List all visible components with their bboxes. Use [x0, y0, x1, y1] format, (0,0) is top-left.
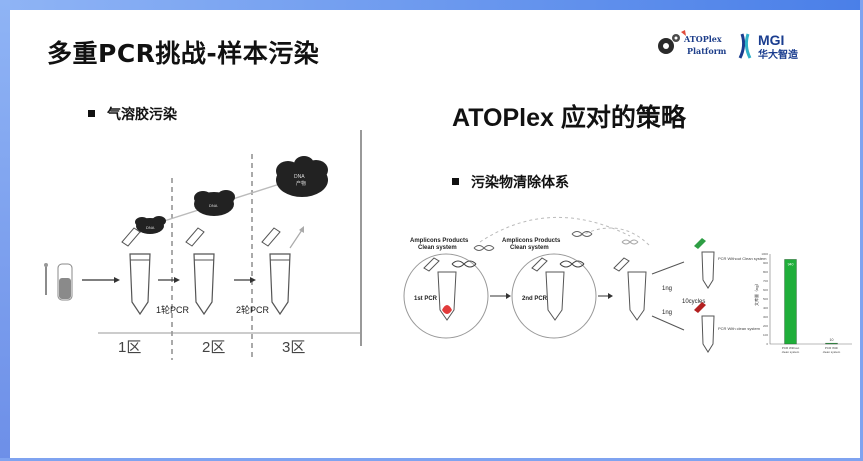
bar-chart-ytick: 500	[763, 297, 768, 301]
bar-chart-category-label: PCR With	[825, 346, 838, 350]
dna-helix-icon	[571, 231, 593, 237]
bar-chart-category-label: PCR Without	[782, 346, 800, 350]
pcr-tube-icon	[613, 257, 647, 321]
frame-right	[860, 0, 863, 461]
bar-chart-bar	[825, 342, 838, 345]
dna-cloud-icon: DNA	[194, 190, 235, 216]
dna-cloud-icon: DNA 产物	[276, 156, 328, 197]
bullet-square-icon	[452, 177, 459, 185]
bar-chart-ytick: 600	[763, 288, 768, 292]
bar-chart-ytick: 200	[763, 324, 768, 328]
dna-helix-icon	[559, 260, 585, 268]
cloud-label-2: DNA	[209, 203, 218, 208]
logo-platform-line1: ATOPlex	[683, 34, 722, 44]
bar-chart-ytick: 300	[763, 315, 768, 319]
bar-chart-value-label: 10	[830, 338, 834, 342]
left-bullet-text: 气溶胶污染	[107, 107, 177, 123]
circle2-title-line2: Clean system	[510, 245, 549, 251]
cloud-label-3: DNA	[294, 174, 305, 180]
cloud-label-3b: 产物	[296, 180, 306, 187]
frame-top	[0, 0, 863, 10]
clean-circle-1: Amplicons Products Clean system 1st PCR	[403, 238, 489, 339]
bullet-square-icon	[88, 109, 95, 117]
bar-chart-category-label: clean system	[823, 350, 841, 354]
bar-chart-ytick: 700	[763, 279, 768, 283]
dilution-top: 1ng	[662, 286, 672, 292]
gear-icon	[658, 30, 686, 54]
circle1-title-line2: Clean system	[418, 245, 457, 251]
logo-group: ATOPlex Platform MGI 华大智造	[658, 30, 799, 61]
bar-chart-ytick: 0	[766, 342, 768, 346]
clean-system-diagram: Amplicons Products Clean system 1st PCR …	[403, 216, 852, 354]
cycles-label: 10cycles	[682, 299, 705, 305]
pcr-tube-icon	[185, 227, 215, 316]
pcr-tube-icon	[261, 227, 291, 316]
dna-helix-icon	[473, 245, 495, 251]
frame-left	[0, 0, 10, 461]
circle2-title-line1: Amplicons Products	[502, 238, 561, 244]
bar-chart-ytick: 900	[763, 261, 768, 265]
slide-title: 多重PCR挑战-样本污染	[47, 39, 320, 68]
cloud-label-1: DNA	[146, 225, 155, 230]
bar-chart-ytick: 1000	[761, 252, 768, 256]
frame-bottom	[0, 458, 863, 461]
tube-bottom-label: PCR With clean system	[718, 326, 761, 331]
red-cap-tube-icon	[694, 302, 715, 353]
logo-brand-cn: 华大智造	[758, 48, 799, 61]
bar-chart-ylabel: 文库量（ng）	[753, 282, 759, 306]
dna-helix-icon	[451, 260, 477, 268]
bar-chart-ytick: 400	[763, 306, 768, 310]
dna-helix-icon	[621, 239, 639, 245]
zone-label-2: 2区	[202, 339, 225, 356]
circle1-pcr-label: 1st PCR	[414, 296, 438, 302]
bar-chart-ytick: 100	[763, 333, 768, 337]
left-bullet: 气溶胶污染	[88, 104, 177, 124]
bar-chart-ytick: 800	[763, 270, 768, 274]
aerosol-diagram: DNA DNA DNA 产物	[44, 130, 362, 360]
bar-chart-axes	[769, 254, 852, 345]
green-cap-tube-icon	[694, 238, 715, 289]
mgi-logo-icon	[738, 33, 752, 59]
logo-platform-line2: Platform	[687, 46, 727, 56]
right-bullet: 污染物清除体系	[452, 172, 569, 192]
logo-brand: MGI	[758, 32, 784, 48]
zone-label-1: 1区	[118, 339, 141, 356]
right-heading: ATOPlex 应对的策略	[452, 104, 686, 132]
step-label-1: 1轮PCR	[156, 304, 190, 315]
clean-circle-2: Amplicons Products Clean system 2nd PCR	[502, 238, 597, 339]
tube-top-label: PCR Without Clean system	[718, 256, 767, 261]
bar-chart-value-label: 940	[788, 262, 794, 266]
pcr-tube-icon	[121, 227, 151, 316]
zone-label-3: 3区	[282, 339, 305, 356]
dna-cloud-icon: DNA	[135, 216, 166, 234]
circle1-title-line1: Amplicons Products	[410, 238, 469, 244]
bar-chart-bar	[784, 259, 797, 345]
step-label-2: 2轮PCR	[236, 304, 270, 315]
circle2-pcr-label: 2nd PCR	[522, 296, 548, 302]
sample-tube-icon	[44, 263, 73, 301]
blood-drop-icon	[442, 305, 452, 314]
bar-chart-category-label: clean system	[782, 350, 800, 354]
dilution-bottom: 1ng	[662, 310, 672, 316]
right-bullet-text: 污染物清除体系	[471, 175, 569, 191]
library-bar-chart: 文库量（ng） 0 100 200 300 400 500 600 700 800 900 1000…	[753, 252, 852, 354]
